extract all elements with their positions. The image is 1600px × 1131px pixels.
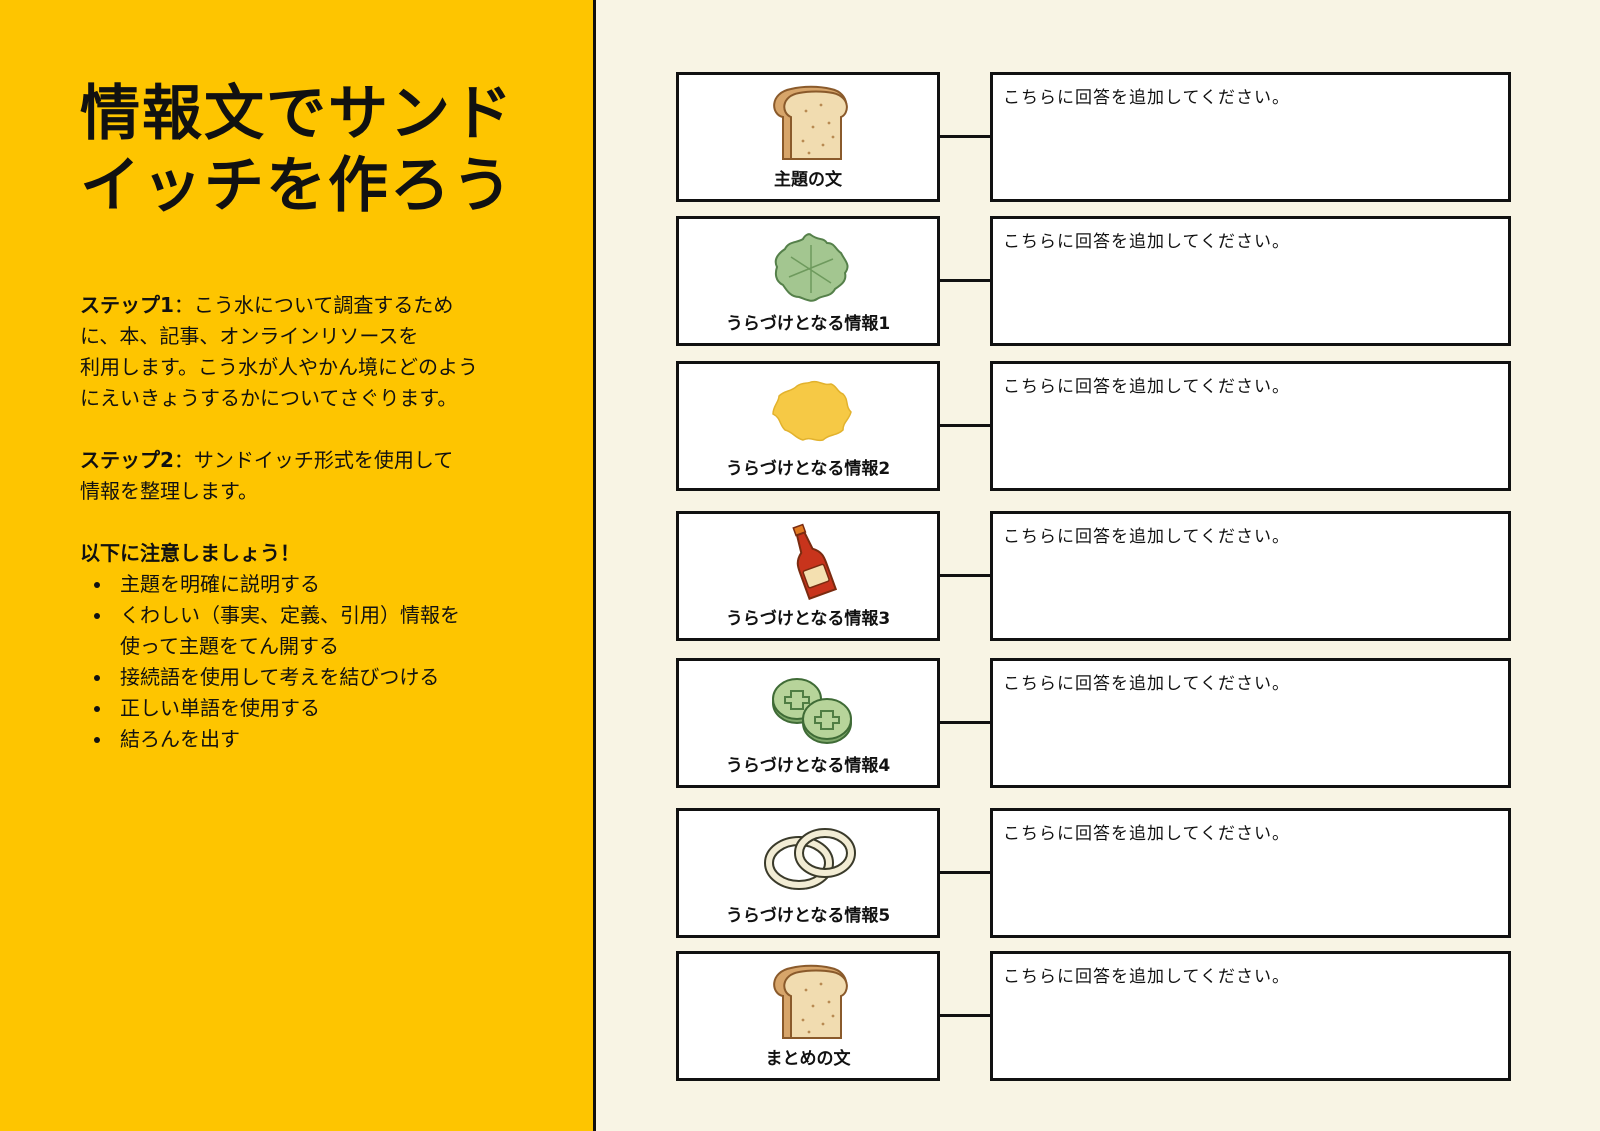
sandwich-row-support-5: うらづけとなる情報5 こちらに回答を追加してください。 [676,808,1511,938]
label-box: うらづけとなる情報3 [676,511,940,641]
tip-item: 結ろんを出す [80,724,550,755]
onion-rings-icon [761,819,861,897]
row-label: 主題の文 [774,170,842,190]
label-box: うらづけとなる情報5 [676,808,940,938]
cucumber-slices-icon [761,669,861,747]
answer-field[interactable]: こちらに回答を追加してください。 [990,808,1511,938]
connector-line [940,424,990,427]
tip-item: 接続語を使用して考えを結びつける [80,662,550,693]
row-label: うらづけとなる情報3 [725,609,891,629]
step2-separator: ： [173,448,194,472]
connector-line [940,721,990,724]
step2-label: ステップ2 [80,448,174,472]
answer-field[interactable]: こちらに回答を追加してください。 [990,72,1511,202]
sandwich-row-support-2: うらづけとなる情報2 こちらに回答を追加してください。 [676,361,1511,491]
tip-item: くわしい（事実、定義、引用）情報を 使って主題をてん開する [80,600,550,662]
sandwich-row-conclusion: まとめの文 こちらに回答を追加してください。 [676,951,1511,1081]
step1-label: ステップ1 [80,293,174,317]
page-title: 情報文でサンド イッチを作ろう [80,79,514,221]
row-label: うらづけとなる情報4 [725,756,891,776]
row-label: うらづけとなる情報1 [725,314,891,334]
answer-field[interactable]: こちらに回答を追加してください。 [990,216,1511,346]
sandwich-row-support-4: うらづけとなる情報4 こちらに回答を追加してください。 [676,658,1511,788]
connector-line [940,574,990,577]
label-box: うらづけとなる情報4 [676,658,940,788]
answer-field[interactable]: こちらに回答を追加してください。 [990,658,1511,788]
sandwich-row-topic: 主題の文 こちらに回答を追加してください。 [676,72,1511,202]
row-label: うらづけとなる情報2 [725,459,891,479]
instructions: ステップ1：こう水について調査するため に、本、記事、オンラインリソースを 利用… [80,290,550,755]
answer-field[interactable]: こちらに回答を追加してください。 [990,951,1511,1081]
left-panel: 情報文でサンド イッチを作ろう ステップ1：こう水について調査するため に、本、… [0,0,596,1131]
row-label: まとめの文 [765,1049,851,1069]
lettuce-icon [761,227,861,305]
step1-separator: ： [173,293,194,317]
label-box: うらづけとなる情報1 [676,216,940,346]
step1-text: こう水について調査するため に、本、記事、オンラインリソースを 利用します。こう… [80,293,478,410]
bread-icon [761,962,861,1040]
step1-paragraph: ステップ1：こう水について調査するため に、本、記事、オンラインリソースを 利用… [80,290,550,414]
label-box: うらづけとなる情報2 [676,361,940,491]
connector-line [940,135,990,138]
label-box: まとめの文 [676,951,940,1081]
connector-line [940,1014,990,1017]
sandwich-row-support-1: うらづけとなる情報1 こちらに回答を追加してください。 [676,216,1511,346]
tip-item: 主題を明確に説明する [80,569,550,600]
connector-line [940,871,990,874]
bread-icon [761,83,861,161]
tips-list: 主題を明確に説明する くわしい（事実、定義、引用）情報を 使って主題をてん開する… [80,569,550,755]
cheese-slice-icon [761,372,861,450]
tip-item: 正しい単語を使用する [80,693,550,724]
sandwich-row-support-3: うらづけとなる情報3 こちらに回答を追加してください。 [676,511,1511,641]
answer-field[interactable]: こちらに回答を追加してください。 [990,361,1511,491]
row-label: うらづけとなる情報5 [725,906,891,926]
step2-paragraph: ステップ2：サンドイッチ形式を使用して 情報を整理します。 [80,445,550,507]
step2-text: サンドイッチ形式を使用して 情報を整理します。 [80,448,454,503]
connector-line [940,279,990,282]
label-box: 主題の文 [676,72,940,202]
notice-heading: 以下に注意しましょう！ [80,541,300,565]
sauce-bottle-icon [761,522,861,600]
answer-field[interactable]: こちらに回答を追加してください。 [990,511,1511,641]
